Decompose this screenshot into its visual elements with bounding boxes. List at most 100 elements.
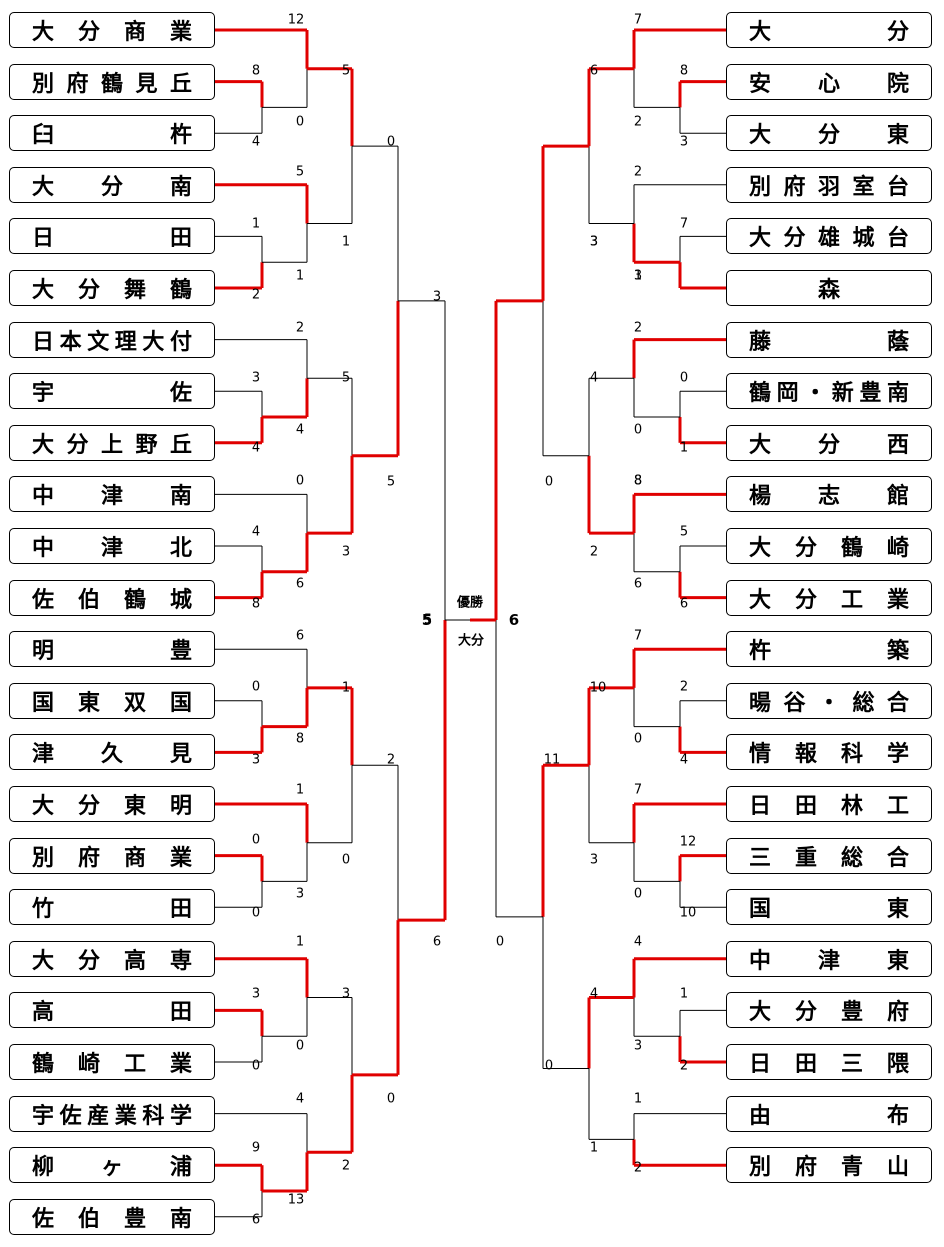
team-name-char: 佐 [32, 587, 55, 613]
score-label: 4 [679, 752, 689, 768]
team-name-char: 蔭 [886, 329, 909, 355]
final-score-right: 6 [508, 611, 520, 629]
team-box: 安心院 [726, 63, 932, 100]
team-box: 竹田 [9, 889, 215, 926]
team-name-char: 鶴 [123, 587, 146, 613]
team-name-char: 志 [817, 484, 840, 510]
score-label: 1 [341, 234, 351, 250]
score-label: 4 [295, 422, 305, 438]
score-label: 4 [251, 440, 261, 456]
team-name-char: 楊 [749, 484, 772, 510]
team-name-char: 中 [32, 484, 55, 510]
team-name-char: 産 [87, 1103, 110, 1129]
team-name-char: 東 [886, 948, 909, 974]
team-name-char: 大 [749, 432, 772, 458]
team-name-char: 府 [794, 1155, 817, 1181]
final-score-left: 5 [421, 611, 433, 629]
team-name-char: 総 [852, 690, 875, 716]
team-box: 佐伯豊南 [9, 1198, 215, 1235]
score-label: 3 [251, 986, 261, 1002]
team-name-char: 田 [794, 794, 817, 819]
team-box: 国東双国 [9, 682, 215, 719]
team-name-char: 谷 [783, 690, 806, 716]
score-label: 2 [341, 1158, 351, 1174]
score-label: 0 [633, 886, 643, 902]
score-label: 3 [251, 370, 261, 386]
team-name-char: 崎 [886, 536, 909, 561]
team-box: 日田三隈 [726, 1044, 932, 1080]
team-name-char: 台 [886, 226, 909, 252]
score-label: 11 [543, 752, 561, 768]
team-name-char: 雄 [817, 226, 840, 252]
score-label: 8 [633, 473, 643, 489]
score-label: 12 [679, 834, 697, 850]
score-label: 2 [633, 114, 643, 130]
team-box: 大分東 [726, 115, 932, 152]
team-name-char: 専 [169, 948, 192, 974]
score-label: 2 [633, 320, 643, 336]
team-name-char: 高 [123, 948, 146, 974]
team-name-char: 明 [32, 639, 55, 665]
team-name-char: 商 [123, 845, 146, 871]
team-name-char: 津 [32, 742, 55, 768]
team-box: 鶴岡・新豊南 [726, 373, 932, 410]
team-box: 高田 [9, 992, 215, 1029]
score-label: 1 [251, 216, 261, 232]
team-box: 情報科学 [726, 734, 932, 771]
team-box: 由布 [726, 1095, 932, 1132]
team-name-char: 見 [135, 71, 158, 97]
team-name-char: 総 [840, 845, 863, 871]
team-name-char: 大 [32, 278, 55, 303]
team-name-char: 文 [87, 329, 110, 355]
team-name-char: 浦 [169, 1155, 192, 1181]
team-name-char: 分 [77, 278, 100, 303]
score-label: 2 [679, 1058, 689, 1074]
team-name-char: 商 [123, 20, 146, 45]
team-name-char: 新 [831, 381, 854, 407]
team-name-char: 杵 [749, 639, 772, 665]
score-label: 1 [295, 268, 305, 284]
team-name-char: 大 [32, 794, 55, 819]
team-name-char: 大 [749, 587, 772, 613]
score-label: 4 [633, 934, 643, 950]
team-name-char: ヶ [100, 1155, 123, 1181]
score-label: 6 [432, 934, 442, 950]
team-name-char: 本 [59, 329, 82, 355]
score-label: 0 [341, 852, 351, 868]
score-label: 4 [295, 1091, 305, 1107]
team-name-char: 大 [749, 226, 772, 252]
score-label: 0 [544, 474, 554, 490]
score-label: 2 [386, 752, 396, 768]
team-box: 大分 [726, 12, 932, 48]
team-name-char: 業 [169, 20, 192, 45]
team-box: 柳ヶ浦 [9, 1147, 215, 1184]
team-box: 大分舞鶴 [9, 270, 215, 306]
team-name-char: 伯 [77, 587, 100, 613]
team-name-char: 東 [886, 897, 909, 923]
team-name-char: 南 [886, 381, 909, 407]
score-label: 0 [251, 832, 261, 848]
score-label: 4 [589, 986, 599, 1002]
score-label: 8 [295, 731, 305, 747]
team-box: 臼杵 [9, 115, 215, 152]
team-name-char: 府 [77, 845, 100, 871]
team-name-char: 分 [77, 948, 100, 974]
team-box: 大分西 [726, 424, 932, 461]
team-name-char: 工 [123, 1052, 146, 1077]
team-name-char: 合 [886, 690, 909, 716]
team-name-char: 学 [886, 742, 909, 768]
team-name-char: 青 [840, 1155, 863, 1181]
team-name-char: 山 [886, 1155, 909, 1181]
team-name-char: 分 [783, 226, 806, 252]
team-name-char: 心 [817, 71, 840, 97]
score-label: 3 [295, 886, 305, 902]
team-name-char: 分 [794, 587, 817, 613]
champion-label: 優勝 [456, 595, 484, 611]
team-name-char: 別 [32, 71, 55, 97]
team-box: 別府羽室台 [726, 166, 932, 203]
team-name-char: 隈 [886, 1052, 909, 1077]
team-name-char: 館 [886, 484, 909, 510]
team-box: 日田 [9, 218, 215, 255]
team-name-char: 築 [886, 639, 909, 665]
